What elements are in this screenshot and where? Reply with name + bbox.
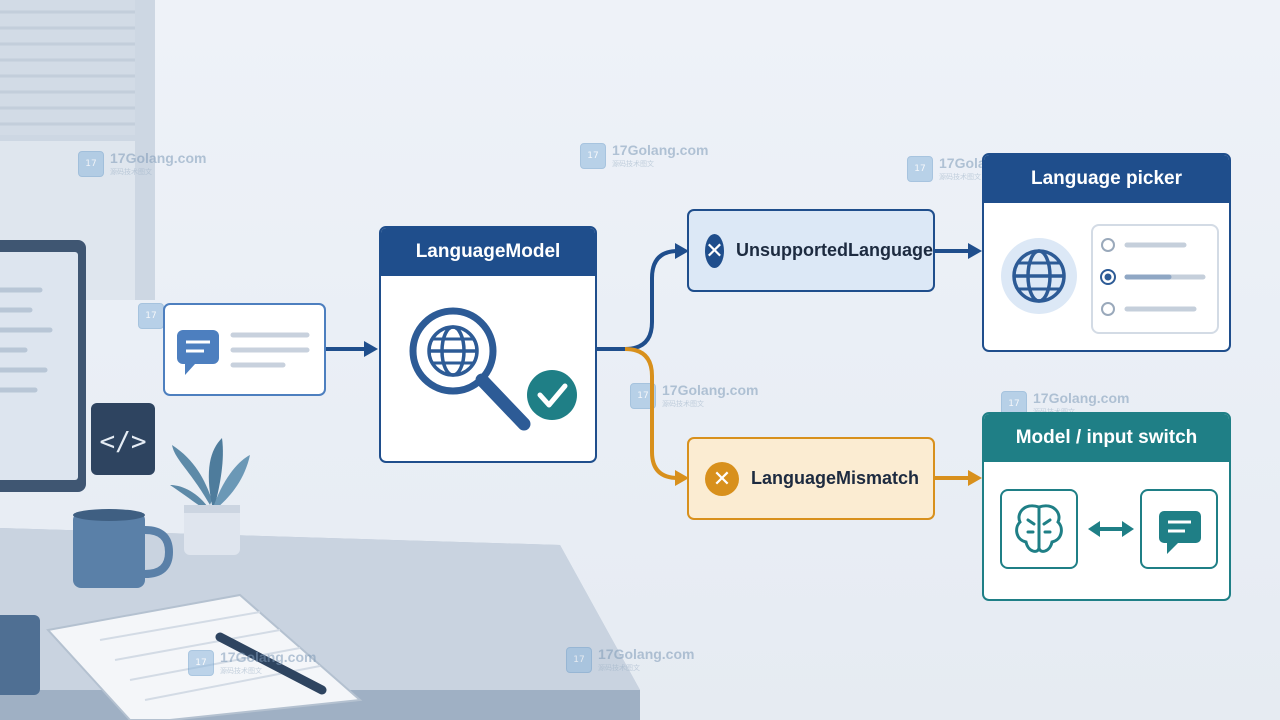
input-node — [163, 303, 326, 396]
plant — [170, 438, 250, 555]
watermark-logo-icon: 17 — [188, 649, 214, 676]
mug — [73, 509, 174, 588]
radio-option-selected[interactable] — [1100, 269, 1206, 285]
watermark-logo-icon: 17 — [78, 150, 104, 177]
arrow-model-to-mismatch — [624, 347, 680, 480]
watermark-logo-icon: 17 — [566, 646, 592, 673]
brain-icon — [1015, 504, 1063, 553]
unsupported-language-label: UnsupportedLanguage — [736, 240, 933, 260]
unsupported-language-node: ✕ UnsupportedLanguage — [687, 209, 935, 292]
model-input-switch-node: Model / input switch — [982, 412, 1231, 601]
swap-arrows-icon — [1088, 521, 1134, 537]
watermark-logo-icon: 17 — [907, 155, 933, 182]
x-circle-icon: ✕ — [705, 233, 724, 268]
model-input-switch-graphic — [1000, 489, 1218, 569]
language-model-node: LanguageModel — [379, 226, 597, 463]
check-circle-icon — [527, 370, 577, 420]
radio-option[interactable] — [1101, 238, 1187, 252]
x-circle-icon: ✕ — [705, 461, 739, 496]
code-badge: </> — [91, 403, 155, 475]
input-node-graphic — [177, 330, 310, 375]
watermark-logo-icon: 17 — [138, 302, 164, 329]
model-input-switch-title: Model / input switch — [984, 414, 1229, 462]
phone — [0, 615, 40, 695]
radio-icon — [1101, 238, 1115, 252]
globe-icon — [1001, 238, 1077, 314]
language-mismatch-label: LanguageMismatch — [751, 468, 920, 488]
language-picker-graphic — [1001, 224, 1219, 334]
language-model-graphic — [409, 307, 577, 431]
radio-icon — [1101, 302, 1115, 316]
text-lines — [230, 332, 310, 368]
search-globe-icon — [409, 307, 531, 431]
arrow-model-to-unsupported — [597, 249, 680, 351]
chat-bubble-icon — [1159, 511, 1201, 554]
chat-bubble-icon — [177, 330, 219, 375]
radio-option[interactable] — [1101, 302, 1197, 316]
svg-text:</>: </> — [100, 427, 147, 457]
language-picker-title: Language picker — [984, 155, 1229, 203]
language-model-title: LanguageModel — [381, 228, 595, 276]
language-picker-node: Language picker — [982, 153, 1231, 352]
watermark-logo-icon: 17 — [580, 142, 606, 169]
monitor — [0, 240, 86, 563]
language-mismatch-node: ✕ LanguageMismatch — [687, 437, 935, 520]
